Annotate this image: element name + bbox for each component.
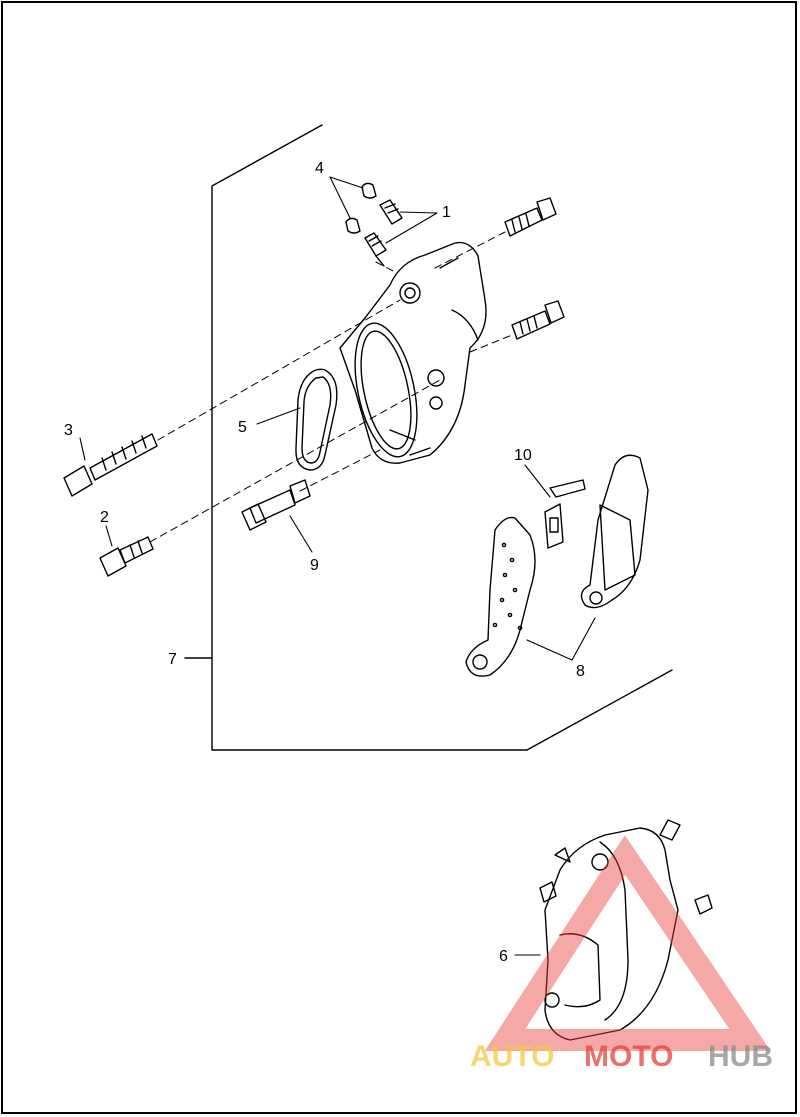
callout-2: 2 xyxy=(100,509,109,526)
watermark-hub: HUB xyxy=(708,1040,773,1073)
watermark-moto: MOTO xyxy=(584,1040,673,1073)
long-bolt xyxy=(63,433,158,497)
callout-1: 1 xyxy=(442,204,451,221)
bleeder-screws xyxy=(364,199,403,267)
watermark-text: AUTO MOTO HUB xyxy=(470,1040,773,1073)
callout-8: 8 xyxy=(576,663,585,680)
guide-pin xyxy=(241,479,311,531)
assembly-dashed-lines xyxy=(149,231,513,543)
brake-pad-right xyxy=(580,454,649,609)
lower-mounting-bolt xyxy=(511,300,565,340)
pad-spring-clip xyxy=(544,479,586,549)
kit-bracket-outline xyxy=(184,124,673,751)
bleeder-caps xyxy=(345,182,377,234)
callout-9: 9 xyxy=(310,557,319,574)
brake-caliper-body xyxy=(339,241,487,464)
watermark-logo xyxy=(484,835,771,1051)
callout-7: 7 xyxy=(168,651,177,668)
callout-6: 6 xyxy=(499,948,508,965)
short-bolt xyxy=(99,536,154,577)
brake-pad-left xyxy=(465,516,536,677)
callout-10: 10 xyxy=(514,447,532,464)
upper-mounting-bolt xyxy=(504,197,557,237)
callout-labels: 4 1 5 3 2 9 10 8 7 6 xyxy=(64,160,585,965)
callout-3: 3 xyxy=(64,422,73,439)
callout-4: 4 xyxy=(315,160,324,177)
watermark-auto: AUTO xyxy=(470,1040,554,1073)
callout-5: 5 xyxy=(238,419,247,436)
o-ring-seal xyxy=(295,368,338,471)
assembled-caliper xyxy=(539,819,713,1041)
leader-lines xyxy=(79,176,596,956)
